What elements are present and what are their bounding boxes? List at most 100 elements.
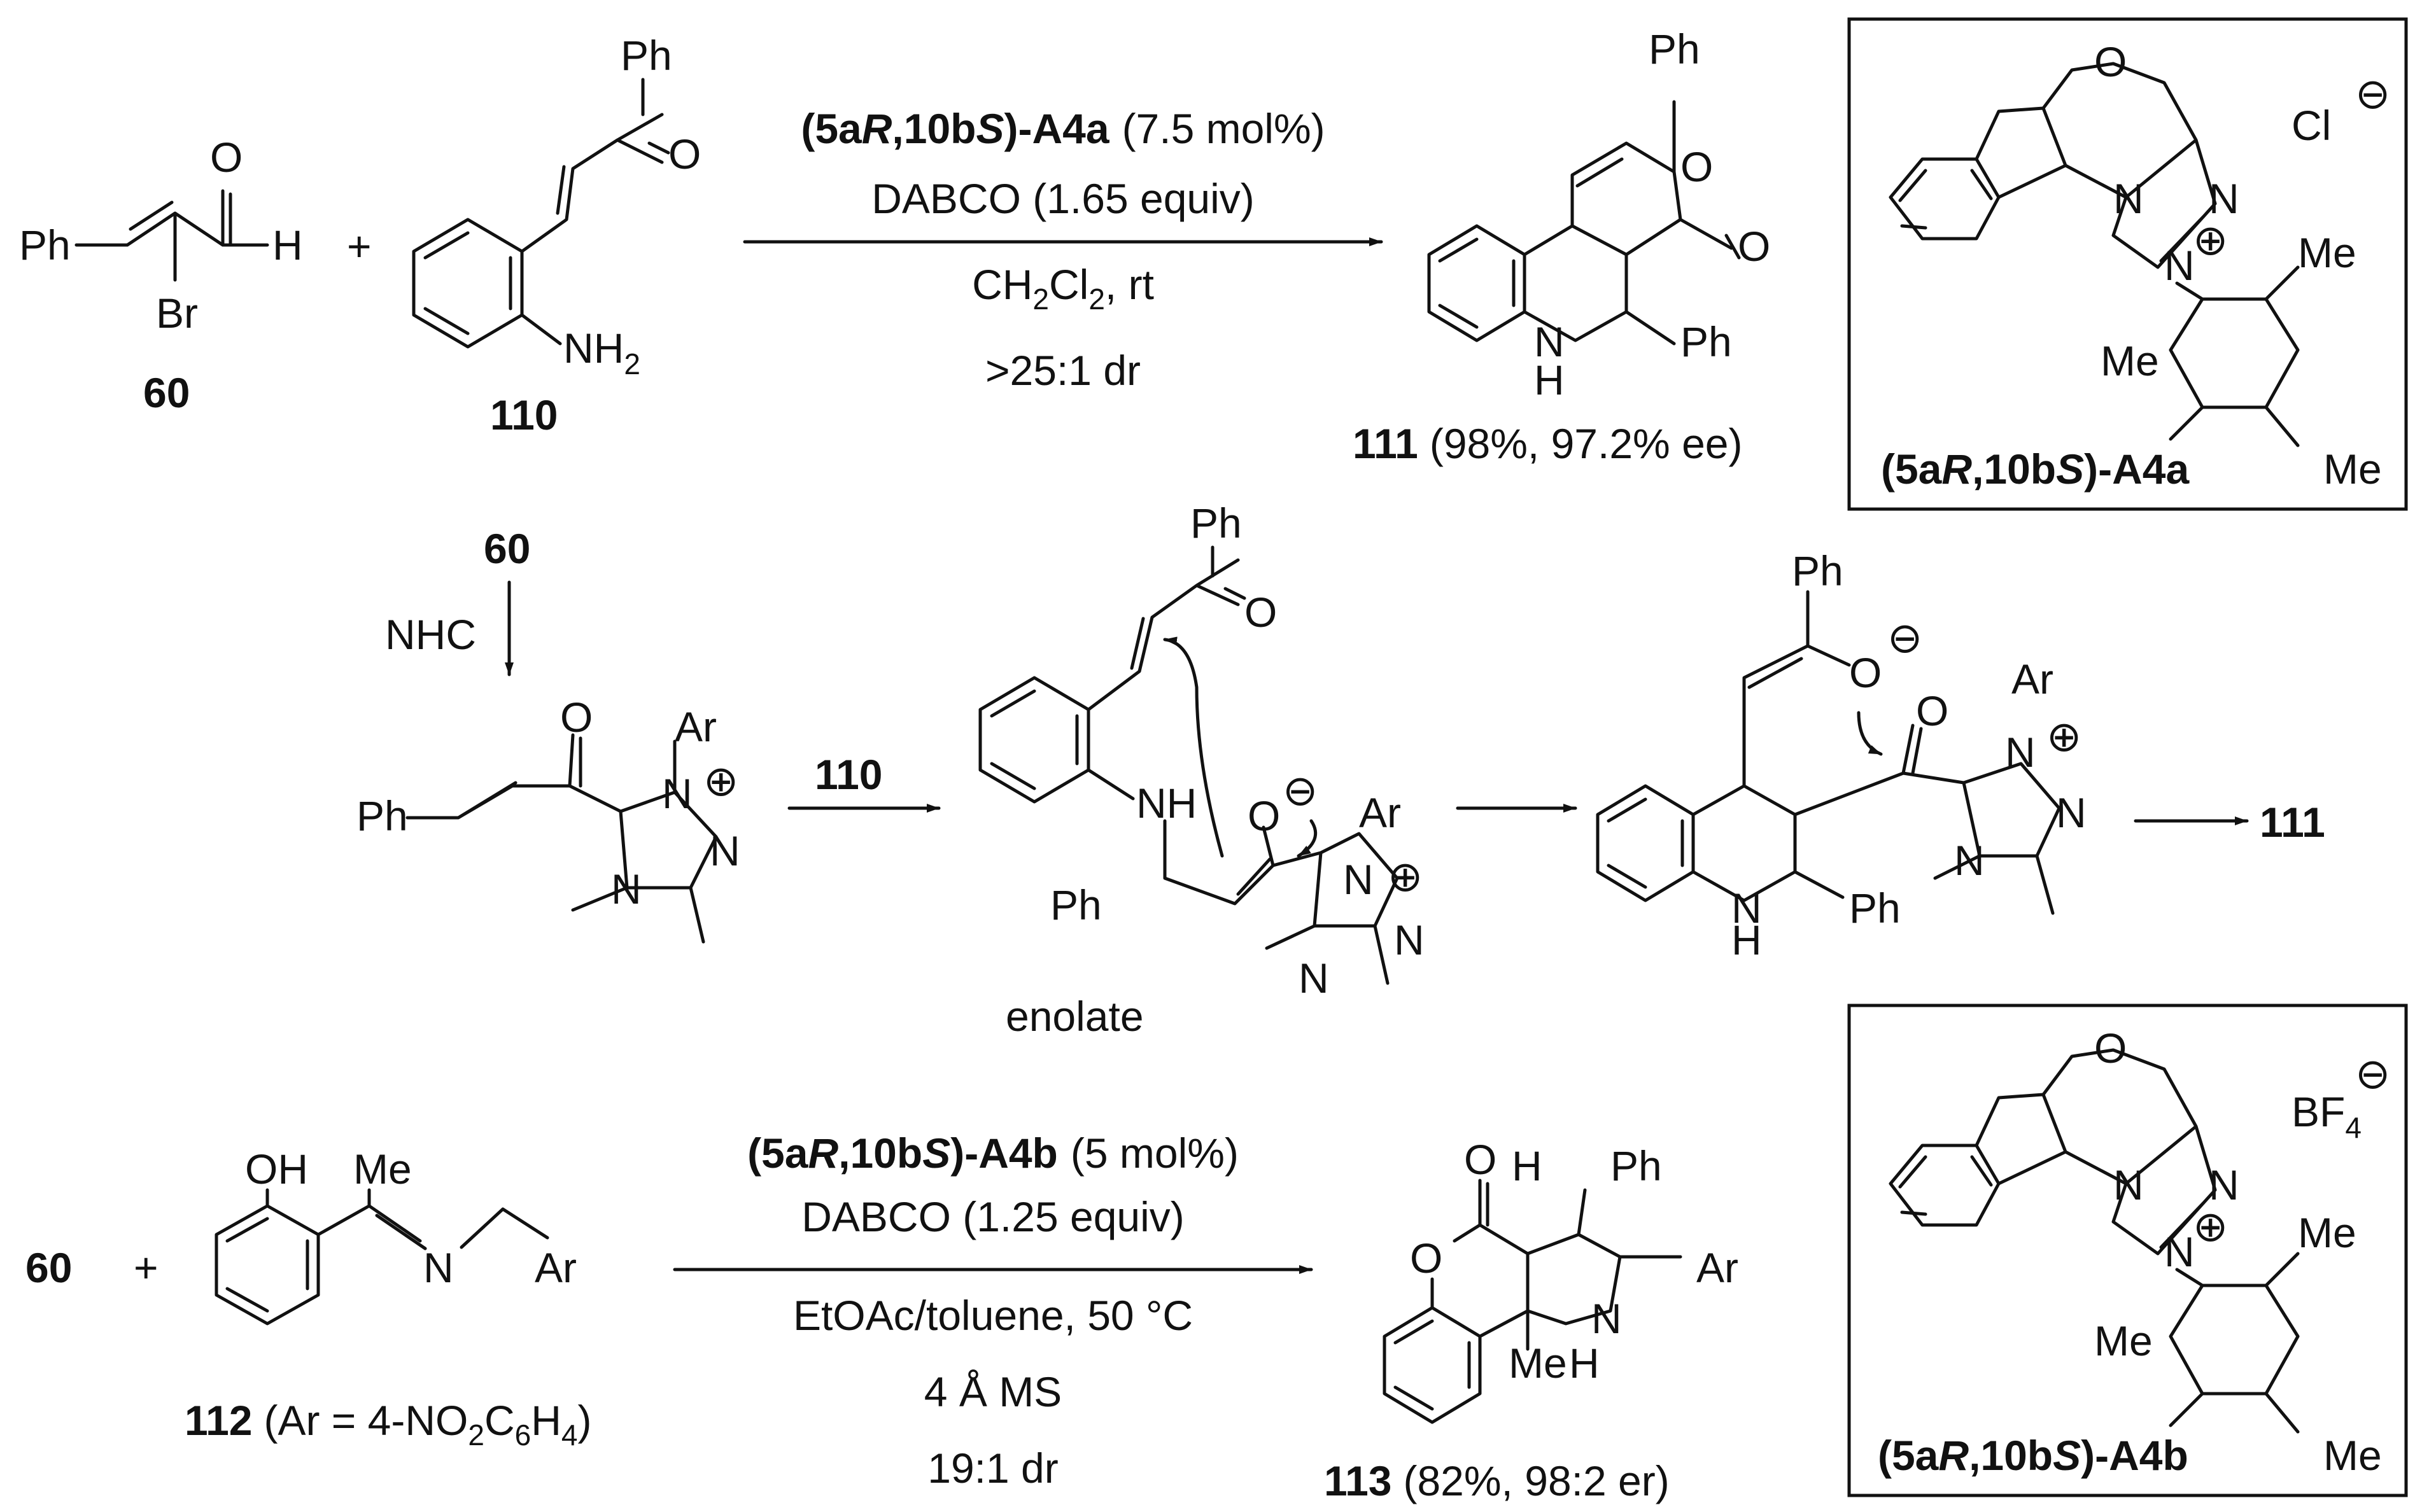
atom-label-me: Me: [353, 1145, 412, 1193]
solvent-label: EtOAc/toluene, 50 °C: [793, 1292, 1193, 1339]
positive-charge: ⊕: [2193, 216, 2228, 263]
catalyst-a4a-box: O N N N ⊕ Me Me Me Cl ⊖ (5aR,10bS)-A4a: [1847, 17, 2408, 511]
atom-label-ph: Ph: [1050, 881, 1102, 928]
atom-label-o: O: [1410, 1235, 1442, 1282]
atom-label-n: N: [662, 770, 693, 817]
conditions-row1: (5aR,10bS)-A4a(7.5 mol%) DABCO (1.65 equ…: [801, 105, 1325, 394]
catalyst-label: (5aR,10bS)-A4a(7.5 mol%): [801, 105, 1325, 152]
positive-charge: ⊕: [2193, 1203, 2228, 1250]
atom-label-n: N: [423, 1244, 454, 1291]
counterion-label: Cl: [2292, 102, 2331, 149]
negative-charge: ⊖: [2355, 1050, 2390, 1097]
atom-label-n: N: [2056, 789, 2087, 836]
atom-label-o: O: [1464, 1136, 1496, 1183]
atom-label-ph: Ph: [19, 221, 71, 269]
compound-number-110: 110: [815, 751, 882, 798]
atom-label-ar: Ar: [2011, 655, 2053, 703]
methyl-label: Me: [2323, 1432, 2382, 1479]
atom-label-n: N: [1299, 955, 1329, 1002]
methyl-label: Me: [2298, 1209, 2356, 1256]
atom-label-n: N: [2113, 175, 2144, 222]
atom-label-o: O: [560, 694, 593, 741]
atom-label-br: Br: [156, 290, 198, 337]
atom-label-o: O: [1244, 589, 1277, 636]
atom-label-o: O: [1248, 792, 1280, 839]
intermediate-structure: Ph O ⊖ O Ar N N N ⊕ N H Ph: [1596, 547, 2087, 963]
nhc-label: NHC: [385, 611, 476, 658]
reactant-110-structure: Ph O NH2 110: [412, 32, 701, 438]
plus-sign: +: [347, 223, 372, 270]
atom-label-h: H: [1731, 916, 1762, 963]
atom-label-ph: Ph: [1792, 547, 1843, 594]
product-113-structure: O O H Ph Ar N H Me 113(82%, 98:2 er): [1324, 1136, 1738, 1504]
atom-label-n: N: [2209, 175, 2239, 222]
acylazolium-structure: O Ph Ar N N N ⊕: [356, 694, 740, 944]
atom-label-n: N: [710, 827, 740, 874]
atom-label-o: O: [668, 130, 701, 178]
negative-charge: ⊖: [2355, 70, 2390, 117]
additive-label: 4 Å MS: [924, 1368, 1062, 1415]
compound-number-110: 110: [490, 391, 558, 438]
atom-label-ar: Ar: [1696, 1244, 1738, 1291]
compound-number-60: 60: [143, 369, 190, 416]
negative-charge: ⊖: [1887, 614, 1922, 661]
atom-label-n: N: [1731, 885, 1762, 932]
reactant-60-structure: Ph O H Br 60: [19, 134, 303, 416]
methyl-label: Me: [2323, 445, 2382, 493]
atom-label-n: N: [1394, 916, 1425, 963]
atom-label-o: O: [1738, 223, 1770, 270]
product-113-caption: 113(82%, 98:2 er): [1324, 1457, 1670, 1504]
methyl-label: Me: [2101, 337, 2159, 384]
dr-label: >25:1 dr: [985, 347, 1141, 394]
atom-label-o: O: [1916, 687, 1948, 734]
enolate-structure: Ph O NH O ⊖ Ph Ar N N N ⊕ enolate: [978, 500, 1425, 1040]
product-111-caption: 111(98%, 97.2% ee): [1353, 420, 1742, 467]
atom-label-h: H: [272, 221, 303, 269]
atom-label-ph: Ph: [356, 792, 408, 839]
atom-label-n: N: [1534, 318, 1565, 365]
atom-label-h: H: [1569, 1340, 1600, 1387]
atom-label-n: N: [1954, 837, 1985, 884]
atom-label-h: H: [1512, 1142, 1542, 1189]
atom-label-n: N: [2209, 1161, 2239, 1208]
catalyst-name: (5aR,10bS)-A4a: [1881, 445, 2190, 493]
compound-number-60: 60: [484, 525, 530, 572]
atom-label-n: N: [2005, 729, 2036, 776]
atom-label-ph: Ph: [1190, 500, 1242, 547]
atom-label-n: N: [611, 865, 642, 913]
catalyst-name: (5aR,10bS)-A4b: [1878, 1432, 2188, 1479]
methyl-label: Me: [2298, 229, 2356, 276]
atom-label-o: O: [2094, 1025, 2127, 1072]
counterion-label: BF4: [2292, 1088, 2362, 1144]
amine-label: NH2: [563, 325, 640, 381]
atom-label-me: Me: [1509, 1340, 1567, 1387]
atom-label-ar: Ar: [1359, 789, 1401, 836]
atom-label-ph: Ph: [1649, 25, 1700, 73]
base-label: DABCO (1.25 equiv): [801, 1193, 1185, 1240]
atom-label-ar: Ar: [535, 1244, 577, 1291]
positive-charge: ⊕: [703, 757, 738, 804]
curved-arrow: [1163, 636, 1224, 858]
atom-label-o: O: [210, 134, 243, 181]
atom-label-ar: Ar: [675, 703, 717, 750]
atom-label-h: H: [1534, 356, 1565, 403]
positive-charge: ⊕: [2046, 713, 2081, 760]
atom-label-o: O: [1680, 143, 1713, 190]
atom-label-n: N: [2113, 1161, 2144, 1208]
catalyst-label: (5aR,10bS)-A4b(5 mol%): [747, 1130, 1239, 1177]
atom-label-ph: Ph: [1610, 1142, 1662, 1189]
atom-label-o: O: [1849, 649, 1882, 696]
atom-label-n: N: [2164, 1228, 2195, 1275]
solvent-label: CH2Cl2, rt: [972, 261, 1154, 316]
plus-sign: +: [134, 1244, 158, 1291]
base-label: DABCO (1.65 equiv): [871, 175, 1255, 222]
atom-label-nh: NH: [1136, 780, 1197, 827]
atom-label-o: O: [2094, 38, 2127, 85]
atom-label-ph: Ph: [1680, 318, 1732, 365]
methyl-label: Me: [2094, 1317, 2153, 1364]
atom-label-n: N: [2164, 242, 2195, 289]
reactant-112-structure: OH Me N Ar 112(Ar = 4-NO2C6H4): [185, 1145, 591, 1452]
negative-charge: ⊖: [1283, 767, 1318, 814]
product-111-structure: Ph O O N H Ph 111(98%, 97.2% ee): [1353, 25, 1770, 467]
